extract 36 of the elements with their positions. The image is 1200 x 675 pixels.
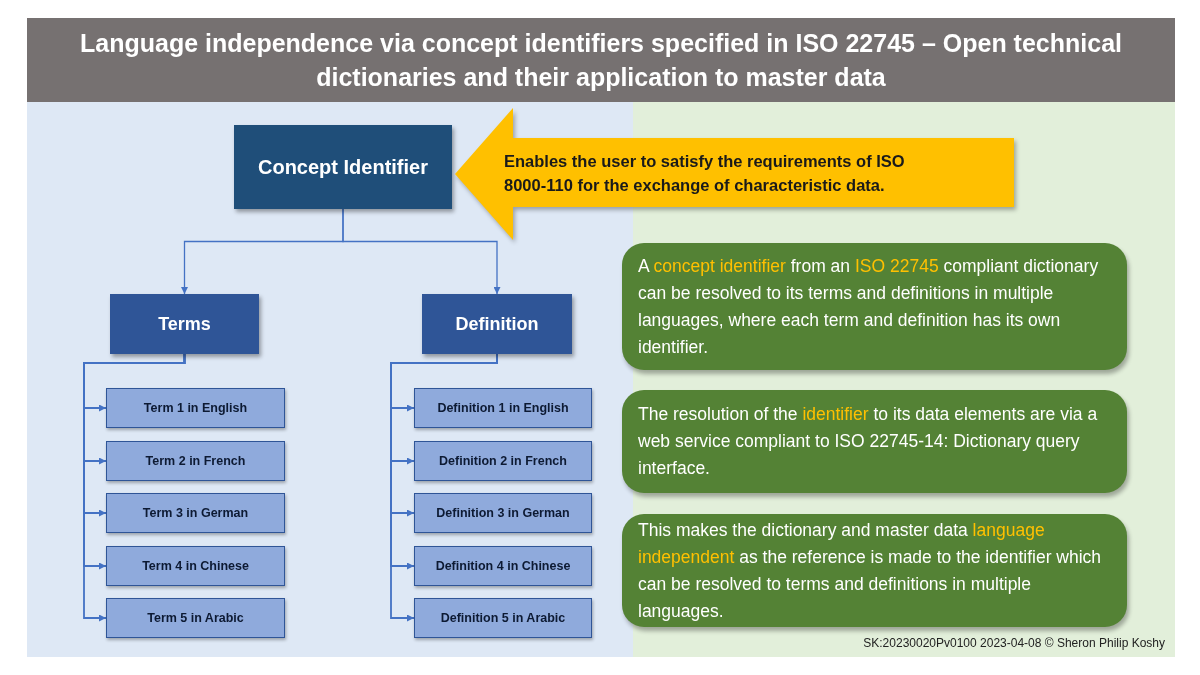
- box-label: Definition 3 in German: [436, 506, 570, 520]
- category-box: [422, 294, 572, 354]
- box-label: Definition 4 in Chinese: [435, 559, 571, 573]
- box-label: Definition: [455, 313, 539, 335]
- callout-arrow: [452, 108, 1017, 240]
- language-box: [414, 546, 592, 586]
- language-box: [414, 493, 592, 533]
- info-box: [622, 243, 1127, 370]
- box-label: Terms: [158, 313, 211, 335]
- language-box: [106, 546, 285, 586]
- title-banner: Language independence via concept identifiers specified in ISO 22745 – Open technical dictionaries and their application to master data: [27, 18, 1175, 102]
- box-label: Definition 1 in English: [437, 401, 569, 415]
- callout-text: Enables the user to satisfy the requirements of ISO 8000-110 for the exchange of characteristic data.: [504, 151, 906, 196]
- box-label: Term 1 in English: [143, 401, 248, 415]
- box-label: Definition 5 in Arabic: [440, 611, 566, 625]
- description-text: This makes the dictionary and master data language independent as the reference is made to the identifier which can be resolved to terms and definitions in multiple languages.: [638, 518, 1103, 623]
- box-label: Term 5 in Arabic: [147, 611, 244, 625]
- language-box: [414, 598, 592, 638]
- language-box: [414, 388, 592, 428]
- box-label: Concept Identifier: [258, 155, 428, 179]
- category-box: [110, 294, 259, 354]
- connector-arrow: [342, 208, 501, 295]
- box-label: Definition 2 in French: [439, 454, 567, 468]
- language-box: [106, 441, 285, 481]
- language-box: [106, 388, 285, 428]
- box-label: Term 3 in German: [142, 506, 249, 520]
- language-box: [414, 441, 592, 481]
- info-box: [622, 390, 1127, 493]
- connector-arrow: [83, 353, 186, 622]
- language-box: [106, 493, 285, 533]
- concept-box: [234, 125, 452, 209]
- language-box: [106, 598, 285, 638]
- box-label: Term 4 in Chinese: [142, 559, 249, 573]
- box-label: Term 2 in French: [145, 454, 246, 468]
- description-text: The resolution of the identifier to its data elements are via a web service compliant to ISO 22745-14: Dictionary query interface.: [638, 403, 1099, 480]
- description-text: A concept identifier from an ISO 22745 compliant dictionary can be resolved to its terms and definitions in multiple languages, where each term and definition has its own identifier.: [638, 254, 1100, 359]
